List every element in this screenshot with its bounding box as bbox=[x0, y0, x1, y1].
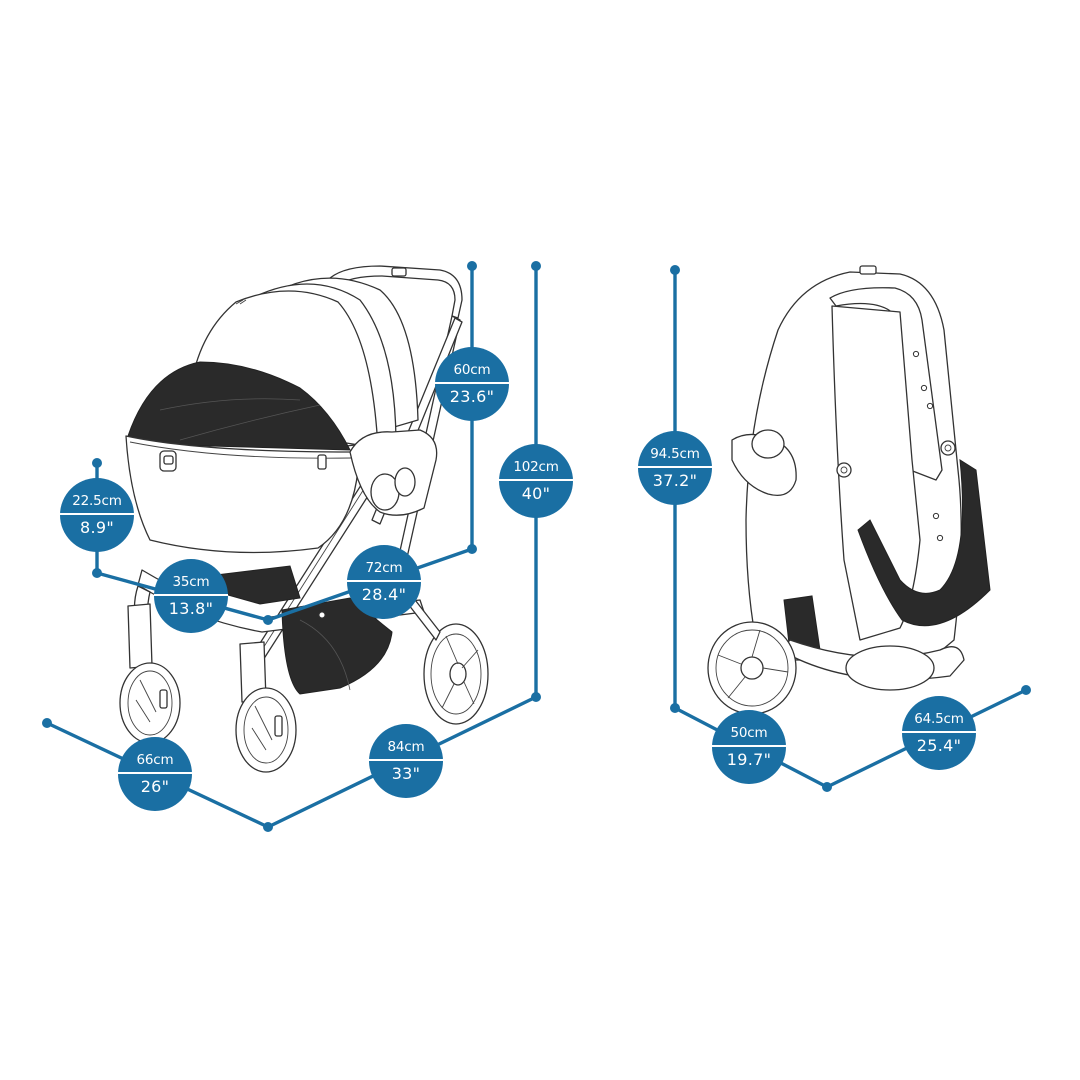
dimension-badge-handle-height: 60cm 23.6" bbox=[435, 347, 509, 421]
dimension-badge-total-height: 102cm 40" bbox=[499, 444, 573, 518]
stroller-unfolded-illustration bbox=[119, 265, 489, 773]
dimension-cm: 35cm bbox=[154, 574, 228, 596]
dimension-badge-overall-length: 84cm 33" bbox=[369, 724, 443, 798]
dimension-badge-basket-depth: 22.5cm 8.9" bbox=[60, 478, 134, 552]
dimension-cm: 94.5cm bbox=[638, 446, 712, 468]
dimension-badge-basket-length: 72cm 28.4" bbox=[347, 545, 421, 619]
dimension-cm: 64.5cm bbox=[902, 711, 976, 733]
dimension-inches: 28.4" bbox=[361, 584, 407, 604]
dimension-cm: 66cm bbox=[118, 752, 192, 774]
dimension-badge-basket-width: 35cm 13.8" bbox=[154, 559, 228, 633]
dimension-badge-overall-width: 66cm 26" bbox=[118, 737, 192, 811]
dimension-inches: 26" bbox=[140, 776, 170, 796]
dimension-cm: 72cm bbox=[347, 560, 421, 582]
dimension-inches: 8.9" bbox=[79, 517, 114, 537]
dimension-cm: 22.5cm bbox=[60, 493, 134, 515]
dimension-badge-folded-length: 64.5cm 25.4" bbox=[902, 696, 976, 770]
dimension-cm: 102cm bbox=[499, 459, 573, 481]
dimension-badge-folded-width: 50cm 19.7" bbox=[712, 710, 786, 784]
dimension-inches: 40" bbox=[521, 483, 551, 503]
dimension-badge-folded-height: 94.5cm 37.2" bbox=[638, 431, 712, 505]
dimension-inches: 25.4" bbox=[916, 735, 962, 755]
dimension-inches: 23.6" bbox=[449, 386, 495, 406]
dimension-cm: 60cm bbox=[435, 362, 509, 384]
dimension-cm: 50cm bbox=[712, 725, 786, 747]
dimension-inches: 33" bbox=[391, 763, 421, 783]
dimension-inches: 37.2" bbox=[652, 470, 698, 490]
stroller-folded-illustration bbox=[707, 265, 991, 715]
dimension-inches: 19.7" bbox=[726, 749, 772, 769]
dimension-cm: 84cm bbox=[369, 739, 443, 761]
dimension-inches: 13.8" bbox=[168, 598, 214, 618]
